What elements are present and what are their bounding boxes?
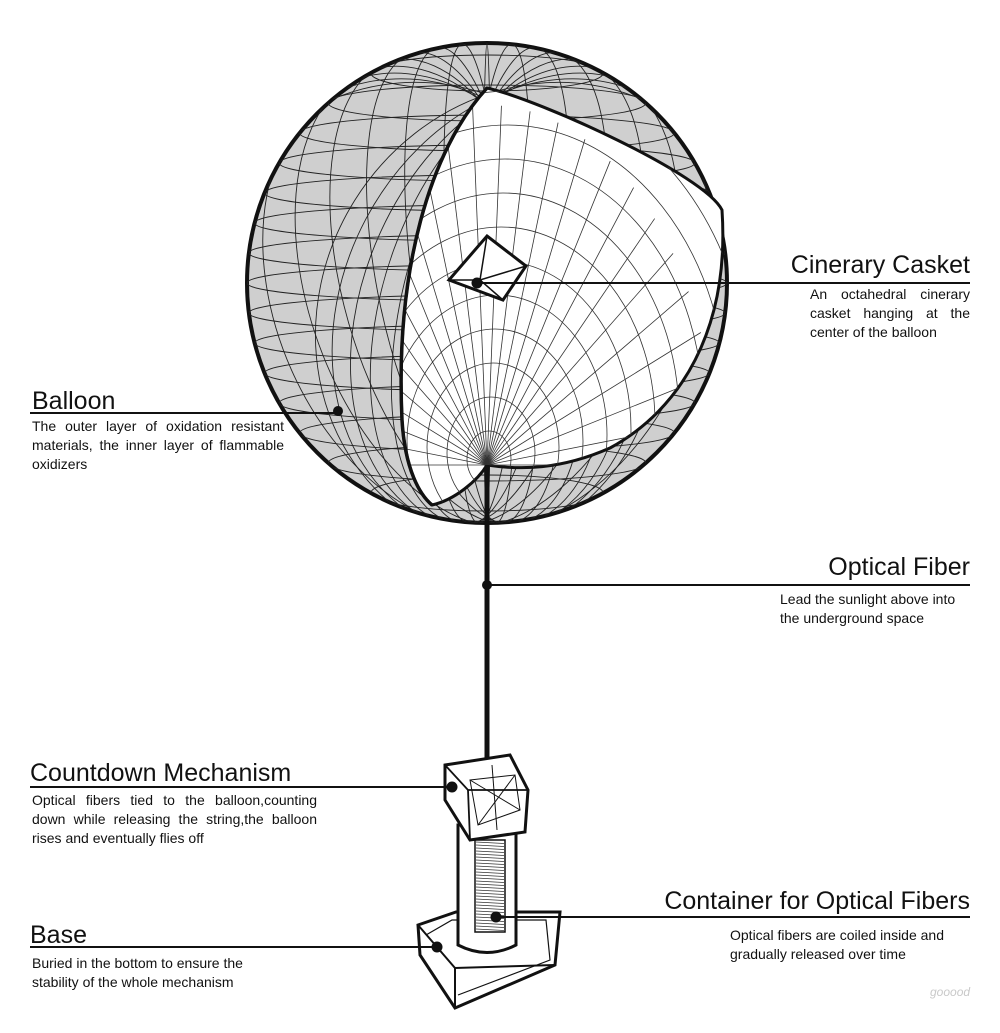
balloon-desc: The outer layer of oxidation resistant m… [32, 418, 284, 472]
optical-fiber-desc: Lead the sunlight above into the undergr… [780, 591, 956, 626]
base-block [416, 910, 562, 1010]
countdown-desc: Optical fibers tied to the balloon,count… [32, 792, 317, 846]
balloon-pointer [333, 406, 343, 416]
optical-fiber-title: Optical Fiber [828, 553, 970, 581]
base-desc: Buried in the bottom to ensure the stabi… [32, 955, 243, 990]
cinerary-casket-title: Cinerary Casket [790, 251, 970, 279]
countdown-title: Countdown Mechanism [30, 759, 292, 787]
leader-lines [30, 282, 970, 948]
cinerary-casket-desc: An octahedral cinerary casket hanging at… [810, 286, 970, 340]
balloon-title: Balloon [32, 387, 116, 415]
container-title: Container for Optical Fibers [664, 887, 970, 915]
countdown-box [443, 753, 530, 842]
container-desc: Optical fibers are coiled inside and gra… [730, 927, 945, 962]
watermark: gooood [930, 985, 971, 999]
base-title: Base [30, 921, 87, 949]
fiber-container [456, 823, 518, 954]
